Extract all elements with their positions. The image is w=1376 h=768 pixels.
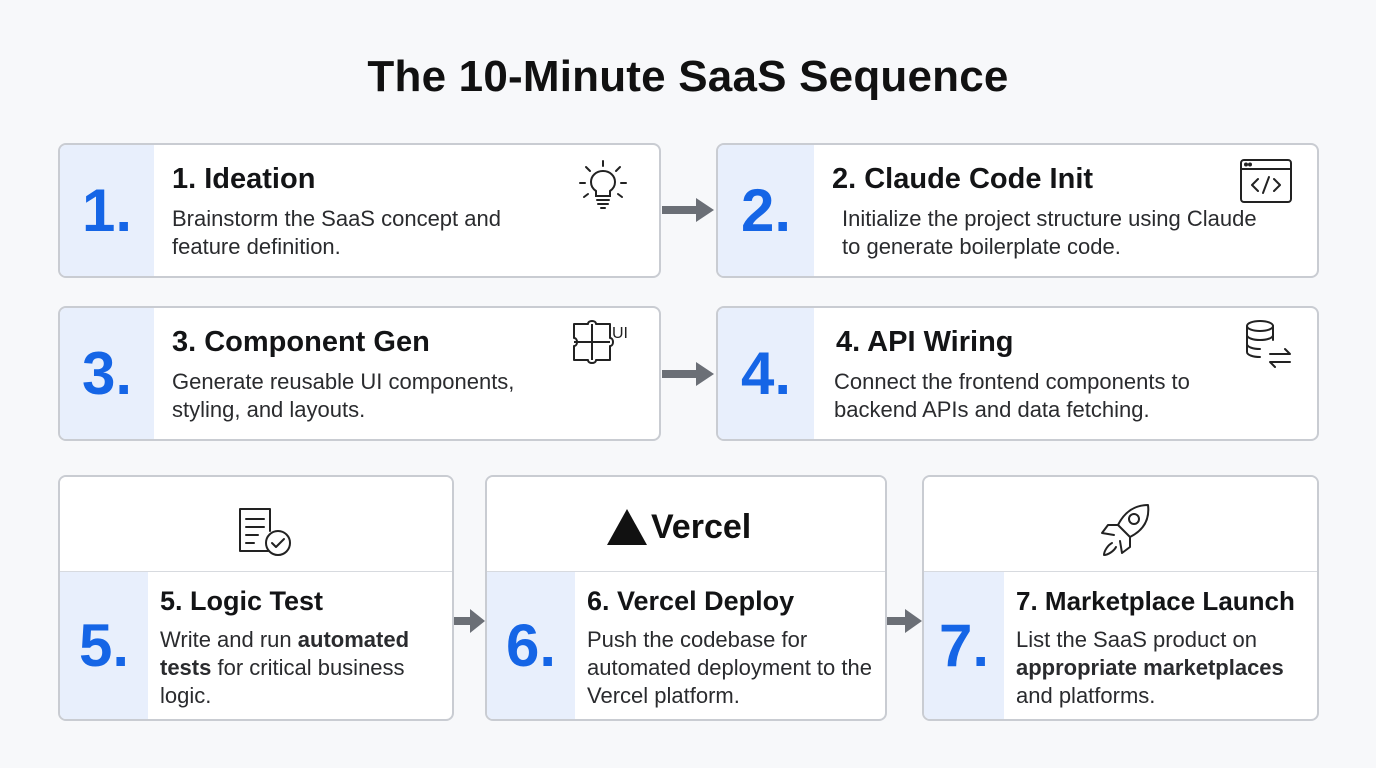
database-sync-icon	[1246, 320, 1291, 368]
step-title-7: 7. Marketplace Launch	[1016, 586, 1295, 616]
step-card-5: 5. 5. Logic Test Write and run automated…	[58, 475, 454, 721]
arrow-5-6	[454, 609, 485, 633]
step-number-3: 3.	[60, 308, 154, 439]
step-number-5: 5.	[60, 572, 148, 719]
step-number-2: 2.	[718, 145, 814, 276]
step-card-2: 2. 2. Claude Code Init Initialize the pr…	[716, 143, 1319, 278]
step-7-icon-band	[924, 477, 1317, 572]
vercel-logo-text: Vercel	[651, 507, 752, 546]
code-window-icon	[1240, 159, 1292, 203]
vercel-triangle-icon	[607, 509, 647, 545]
step-desc-3: Generate reusable UI components, styling…	[172, 369, 515, 422]
step-desc-6: Push the codebase for automated deployme…	[587, 627, 872, 708]
step-5-icon-band	[60, 477, 452, 572]
step-number-4: 4.	[718, 308, 814, 439]
step-desc-4: Connect the frontend components to backe…	[834, 369, 1190, 422]
step-title-3: 3. Component Gen	[172, 326, 430, 358]
page-title: The 10-Minute SaaS Sequence	[367, 52, 1009, 101]
step-number-7: 7.	[924, 572, 1004, 719]
step-title-4: 4. API Wiring	[836, 326, 1014, 358]
step-title-1: 1. Ideation	[172, 163, 316, 195]
step-6-logo-band: Vercel	[487, 477, 885, 572]
puzzle-ui-icon: UI	[573, 320, 628, 364]
step-desc-2: Initialize the project structure using C…	[842, 206, 1257, 259]
arrow-6-7	[887, 609, 922, 633]
step-title-2: 2. Claude Code Init	[832, 163, 1094, 195]
step-title-5: 5. Logic Test	[160, 586, 324, 616]
step-5-body: 5. 5. Logic Test Write and run automated…	[60, 572, 452, 719]
step-7-body: 7. 7. Marketplace Launch List the SaaS p…	[924, 572, 1317, 719]
step-card-1: 1. 1. Ideation Brainstorm the SaaS conce…	[58, 143, 661, 278]
step-card-4: 4. 4. API Wiring Connect the frontend co…	[716, 306, 1319, 441]
step-number-6: 6.	[487, 572, 575, 719]
step-card-6: Vercel 6. 6. Vercel Deploy Push the code…	[485, 475, 887, 721]
step-title-6: 6. Vercel Deploy	[587, 586, 795, 616]
step-desc-5: Write and run automated tests for critic…	[160, 627, 410, 708]
step-number-1: 1.	[60, 145, 154, 276]
puzzle-ui-label: UI	[612, 325, 628, 342]
vercel-logo: Vercel	[605, 507, 751, 547]
step-desc-1: Brainstorm the SaaS concept and feature …	[172, 206, 501, 259]
arrow-3-4	[662, 362, 714, 386]
rocket-icon	[1101, 504, 1150, 556]
document-check-icon	[239, 508, 291, 556]
step-card-7: 7. 7. Marketplace Launch List the SaaS p…	[922, 475, 1319, 721]
lightbulb-icon	[579, 160, 627, 209]
step-desc-7: List the SaaS product on appropriate mar…	[1016, 627, 1284, 708]
arrow-1-2	[662, 198, 714, 222]
step-card-3: 3. 3. Component Gen Generate reusable UI…	[58, 306, 661, 441]
step-6-body: 6. 6. Vercel Deploy Push the codebase fo…	[487, 572, 885, 719]
